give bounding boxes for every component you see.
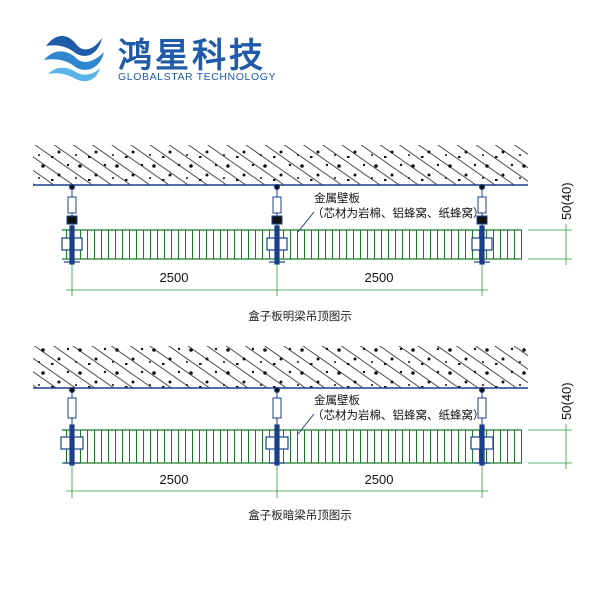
diagram-caption: 盒子板明梁吊顶图示	[248, 309, 352, 323]
metal-wall-panel	[62, 430, 522, 463]
hanger	[476, 184, 488, 232]
beam-connector	[265, 424, 289, 466]
thickness-label: 50(40)	[559, 382, 574, 420]
beam-connector	[266, 225, 288, 265]
diagram-caption: 盒子板暗梁吊顶图示	[248, 508, 352, 522]
brand-name-chinese: 鸿星科技	[118, 36, 266, 76]
panel-note-core: （芯材为岩棉、铝蜂窝、纸蜂窝）	[312, 206, 485, 220]
beam-connector	[470, 424, 494, 466]
panel-note-title: 金属壁板	[314, 393, 360, 407]
logo-wave-icon	[44, 35, 104, 82]
leader-line	[297, 211, 315, 233]
metal-wall-panel	[62, 230, 522, 259]
hanger	[66, 184, 78, 232]
thickness-label: 50(40)	[559, 182, 574, 220]
hanger	[272, 387, 282, 436]
panel-note-core: （芯材为岩棉、铝蜂窝、纸蜂窝）	[312, 408, 485, 422]
span-left-label: 2500	[160, 472, 189, 487]
hanger	[271, 184, 283, 232]
span-right-label: 2500	[365, 270, 394, 285]
brand-name-english: GLOBALSTAR TECHNOLOGY	[118, 71, 277, 83]
beam-connector	[60, 424, 84, 466]
diagram-exposed-beam: 金属壁板 （芯材为岩棉、铝蜂窝、纸蜂窝） 50(40) 2500 2500 盒子…	[33, 145, 574, 323]
leader-line	[297, 413, 315, 435]
span-right-label: 2500	[365, 472, 394, 487]
diagram-concealed-beam: 金属壁板 （芯材为岩棉、铝蜂窝、纸蜂窝） 50(40) 2500 2500 盒子…	[33, 346, 574, 522]
beam-connector	[471, 225, 493, 265]
span-left-label: 2500	[160, 270, 189, 285]
panel-note-title: 金属壁板	[314, 191, 360, 205]
company-logo: 鸿星科技 GLOBALSTAR TECHNOLOGY	[40, 26, 290, 90]
